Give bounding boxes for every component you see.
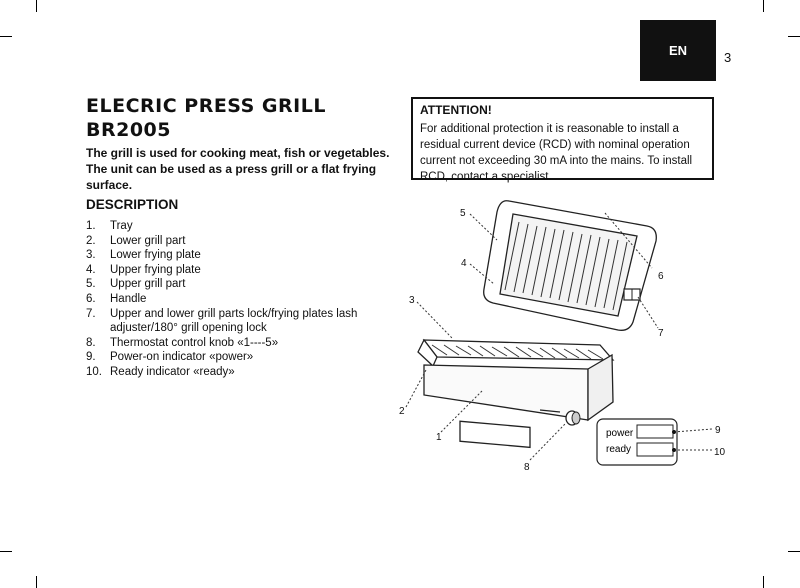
crop-mark xyxy=(36,576,37,588)
handle xyxy=(623,288,641,301)
power-indicator-label: power xyxy=(606,428,634,439)
list-item: 5. Upper grill part xyxy=(86,277,386,292)
item-text: Power-on indicator «power» xyxy=(110,351,254,364)
item-text: Lower grill part xyxy=(110,234,186,247)
list-item: 1. Tray xyxy=(86,219,386,234)
item-text: Upper grill part xyxy=(110,278,186,291)
crop-mark xyxy=(788,551,800,552)
callout-5: 5 xyxy=(460,208,466,219)
item-number: 3. xyxy=(86,249,96,262)
grill-illustration: power ready 1 2 3 4 5 6 7 8 9 10 xyxy=(399,200,726,473)
list-item: 2. Lower grill part xyxy=(86,234,386,249)
page-title: ELECRIC PRESS GRILL BR2005 xyxy=(86,95,326,141)
description-list: 1. Tray 2. Lower grill part 3. Lower frying… xyxy=(86,219,386,380)
callout-6: 6 xyxy=(658,271,664,282)
list-item: 6. Handle xyxy=(86,292,386,307)
language-tab: EN xyxy=(640,20,716,81)
attention-heading: ATTENTION! xyxy=(420,103,492,117)
item-number: 9. xyxy=(86,351,96,364)
lower-frying-plate xyxy=(431,344,604,360)
attention-text: For additional protection it is reasonab… xyxy=(420,123,693,183)
item-text: Thermostat control knob «1----5» xyxy=(110,336,279,349)
item-text: Upper and lower grill parts lock/frying … xyxy=(110,307,358,335)
list-item: 9. Power-on indicator «power» xyxy=(86,350,386,365)
callout-3: 3 xyxy=(409,295,415,306)
item-number: 1. xyxy=(86,220,96,232)
crop-mark xyxy=(763,576,764,588)
list-item: 4. Upper frying plate xyxy=(86,263,386,278)
item-text: Lower frying plate xyxy=(110,249,201,262)
callout-1: 1 xyxy=(436,432,442,443)
item-text: Ready indicator «ready» xyxy=(110,365,235,378)
crop-mark xyxy=(0,551,12,552)
callout-numbers: 1 2 3 4 5 6 7 8 9 10 xyxy=(399,208,726,473)
item-text: Upper frying plate xyxy=(110,263,201,276)
item-number: 6. xyxy=(86,292,96,305)
attention-box: ATTENTION! For additional protection it … xyxy=(411,97,714,183)
callout-9: 9 xyxy=(715,425,721,436)
item-number: 2. xyxy=(86,234,96,247)
callout-4: 4 xyxy=(461,258,467,269)
list-item: 7. Upper and lower grill parts lock/fryin… xyxy=(86,307,386,336)
callout-2: 2 xyxy=(399,406,405,417)
item-number: 8. xyxy=(86,336,96,349)
item-text: Tray xyxy=(110,220,133,232)
crop-mark xyxy=(788,36,800,37)
callout-8: 8 xyxy=(524,462,530,473)
list-item: 10. Ready indicator «ready» xyxy=(86,365,386,380)
thermostat-knob xyxy=(565,410,581,426)
upper-frying-plate xyxy=(504,221,628,311)
description-heading: DESCRIPTION xyxy=(86,197,179,212)
callout-7: 7 xyxy=(658,328,664,339)
crop-mark xyxy=(36,0,37,12)
list-item: 3. Lower frying plate xyxy=(86,248,386,263)
crop-mark xyxy=(0,36,12,37)
item-number: 7. xyxy=(86,307,96,320)
intro-paragraph: The grill is used for cooking meat, fish… xyxy=(86,146,390,192)
lower-grill-part xyxy=(417,338,615,449)
callout-10: 10 xyxy=(714,447,726,458)
indicator-panel: power ready xyxy=(596,418,678,466)
language-label: EN xyxy=(668,43,688,58)
leader-lines xyxy=(405,212,713,461)
item-text: Handle xyxy=(110,292,147,305)
item-number: 10. xyxy=(86,365,102,378)
crop-mark xyxy=(763,0,764,12)
ready-indicator-label: ready xyxy=(606,444,631,455)
item-number: 5. xyxy=(86,278,96,291)
list-item: 8. Thermostat control knob «1----5» xyxy=(86,336,386,351)
item-number: 4. xyxy=(86,263,96,276)
page-number: 3 xyxy=(724,50,732,65)
